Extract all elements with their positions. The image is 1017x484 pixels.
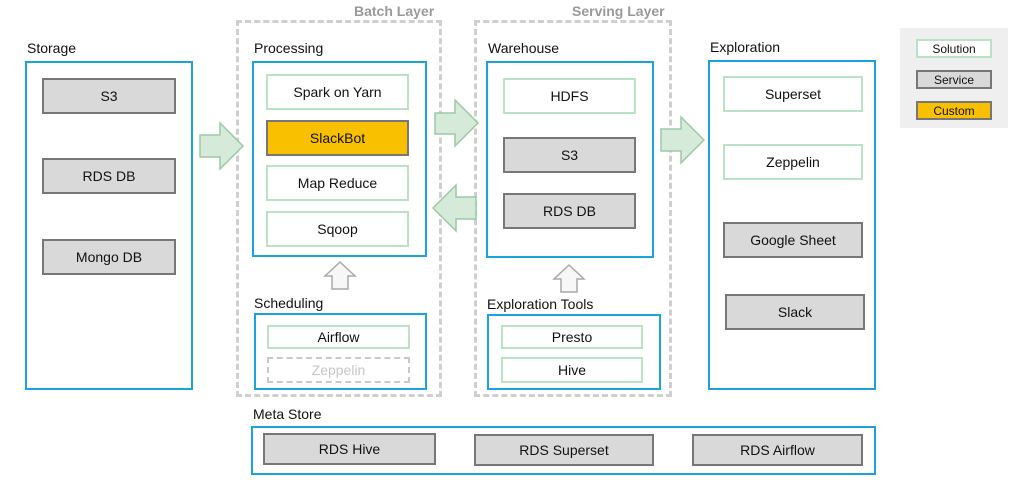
exploration-tools-hive: Hive — [501, 357, 643, 383]
arrow-scheduling-to-processing — [323, 260, 357, 290]
batch-layer-label: Batch Layer — [354, 3, 435, 19]
processing-title: Processing — [254, 40, 324, 56]
storage-frame — [25, 61, 193, 390]
arrow-exploration-tools-to-warehouse — [552, 263, 586, 293]
arrow-warehouse-to-processing — [431, 183, 477, 233]
legend-solution: Solution — [916, 39, 992, 58]
meta-store-title: Meta Store — [253, 406, 322, 422]
scheduling-title: Scheduling — [254, 295, 324, 311]
exploration-google-sheet: Google Sheet — [723, 222, 863, 258]
processing-sqoop: Sqoop — [266, 211, 409, 247]
legend-service: Service — [916, 70, 992, 89]
meta-store-rds-superset: RDS Superset — [474, 434, 654, 466]
exploration-frame — [708, 60, 876, 390]
exploration-title: Exploration — [710, 39, 781, 55]
exploration-tools-frame — [487, 314, 661, 390]
arrow-warehouse-to-exploration — [660, 115, 706, 165]
warehouse-title: Warehouse — [488, 40, 560, 56]
warehouse-frame — [486, 61, 654, 258]
processing-slackbot: SlackBot — [266, 120, 409, 156]
processing-spark-on-yarn: Spark on Yarn — [266, 74, 409, 110]
scheduling-airflow: Airflow — [267, 325, 410, 349]
warehouse-hdfs: HDFS — [503, 78, 636, 114]
processing-frame — [252, 61, 427, 257]
legend-custom: Custom — [916, 101, 992, 120]
exploration-superset: Superset — [723, 76, 863, 112]
warehouse-s3: S3 — [503, 137, 636, 173]
serving-layer-label: Serving Layer — [572, 3, 665, 19]
storage-mongo-db: Mongo DB — [42, 239, 176, 275]
arrow-storage-to-processing — [199, 121, 245, 171]
meta-store-frame — [251, 426, 876, 475]
exploration-zeppelin: Zeppelin — [723, 144, 863, 180]
storage-title: Storage — [27, 40, 77, 56]
scheduling-frame — [254, 313, 427, 390]
meta-store-rds-hive: RDS Hive — [263, 433, 436, 465]
exploration-tools-title: Exploration Tools — [487, 296, 594, 312]
scheduling-zeppelin: Zeppelin — [267, 357, 410, 383]
processing-map-reduce: Map Reduce — [266, 165, 409, 201]
arrow-processing-to-warehouse — [434, 98, 480, 148]
exploration-slack: Slack — [725, 294, 865, 330]
warehouse-rds-db: RDS DB — [503, 193, 636, 229]
exploration-tools-presto: Presto — [501, 325, 643, 349]
meta-store-rds-airflow: RDS Airflow — [692, 434, 863, 466]
storage-s3: S3 — [42, 78, 176, 114]
storage-rds-db: RDS DB — [42, 158, 176, 194]
